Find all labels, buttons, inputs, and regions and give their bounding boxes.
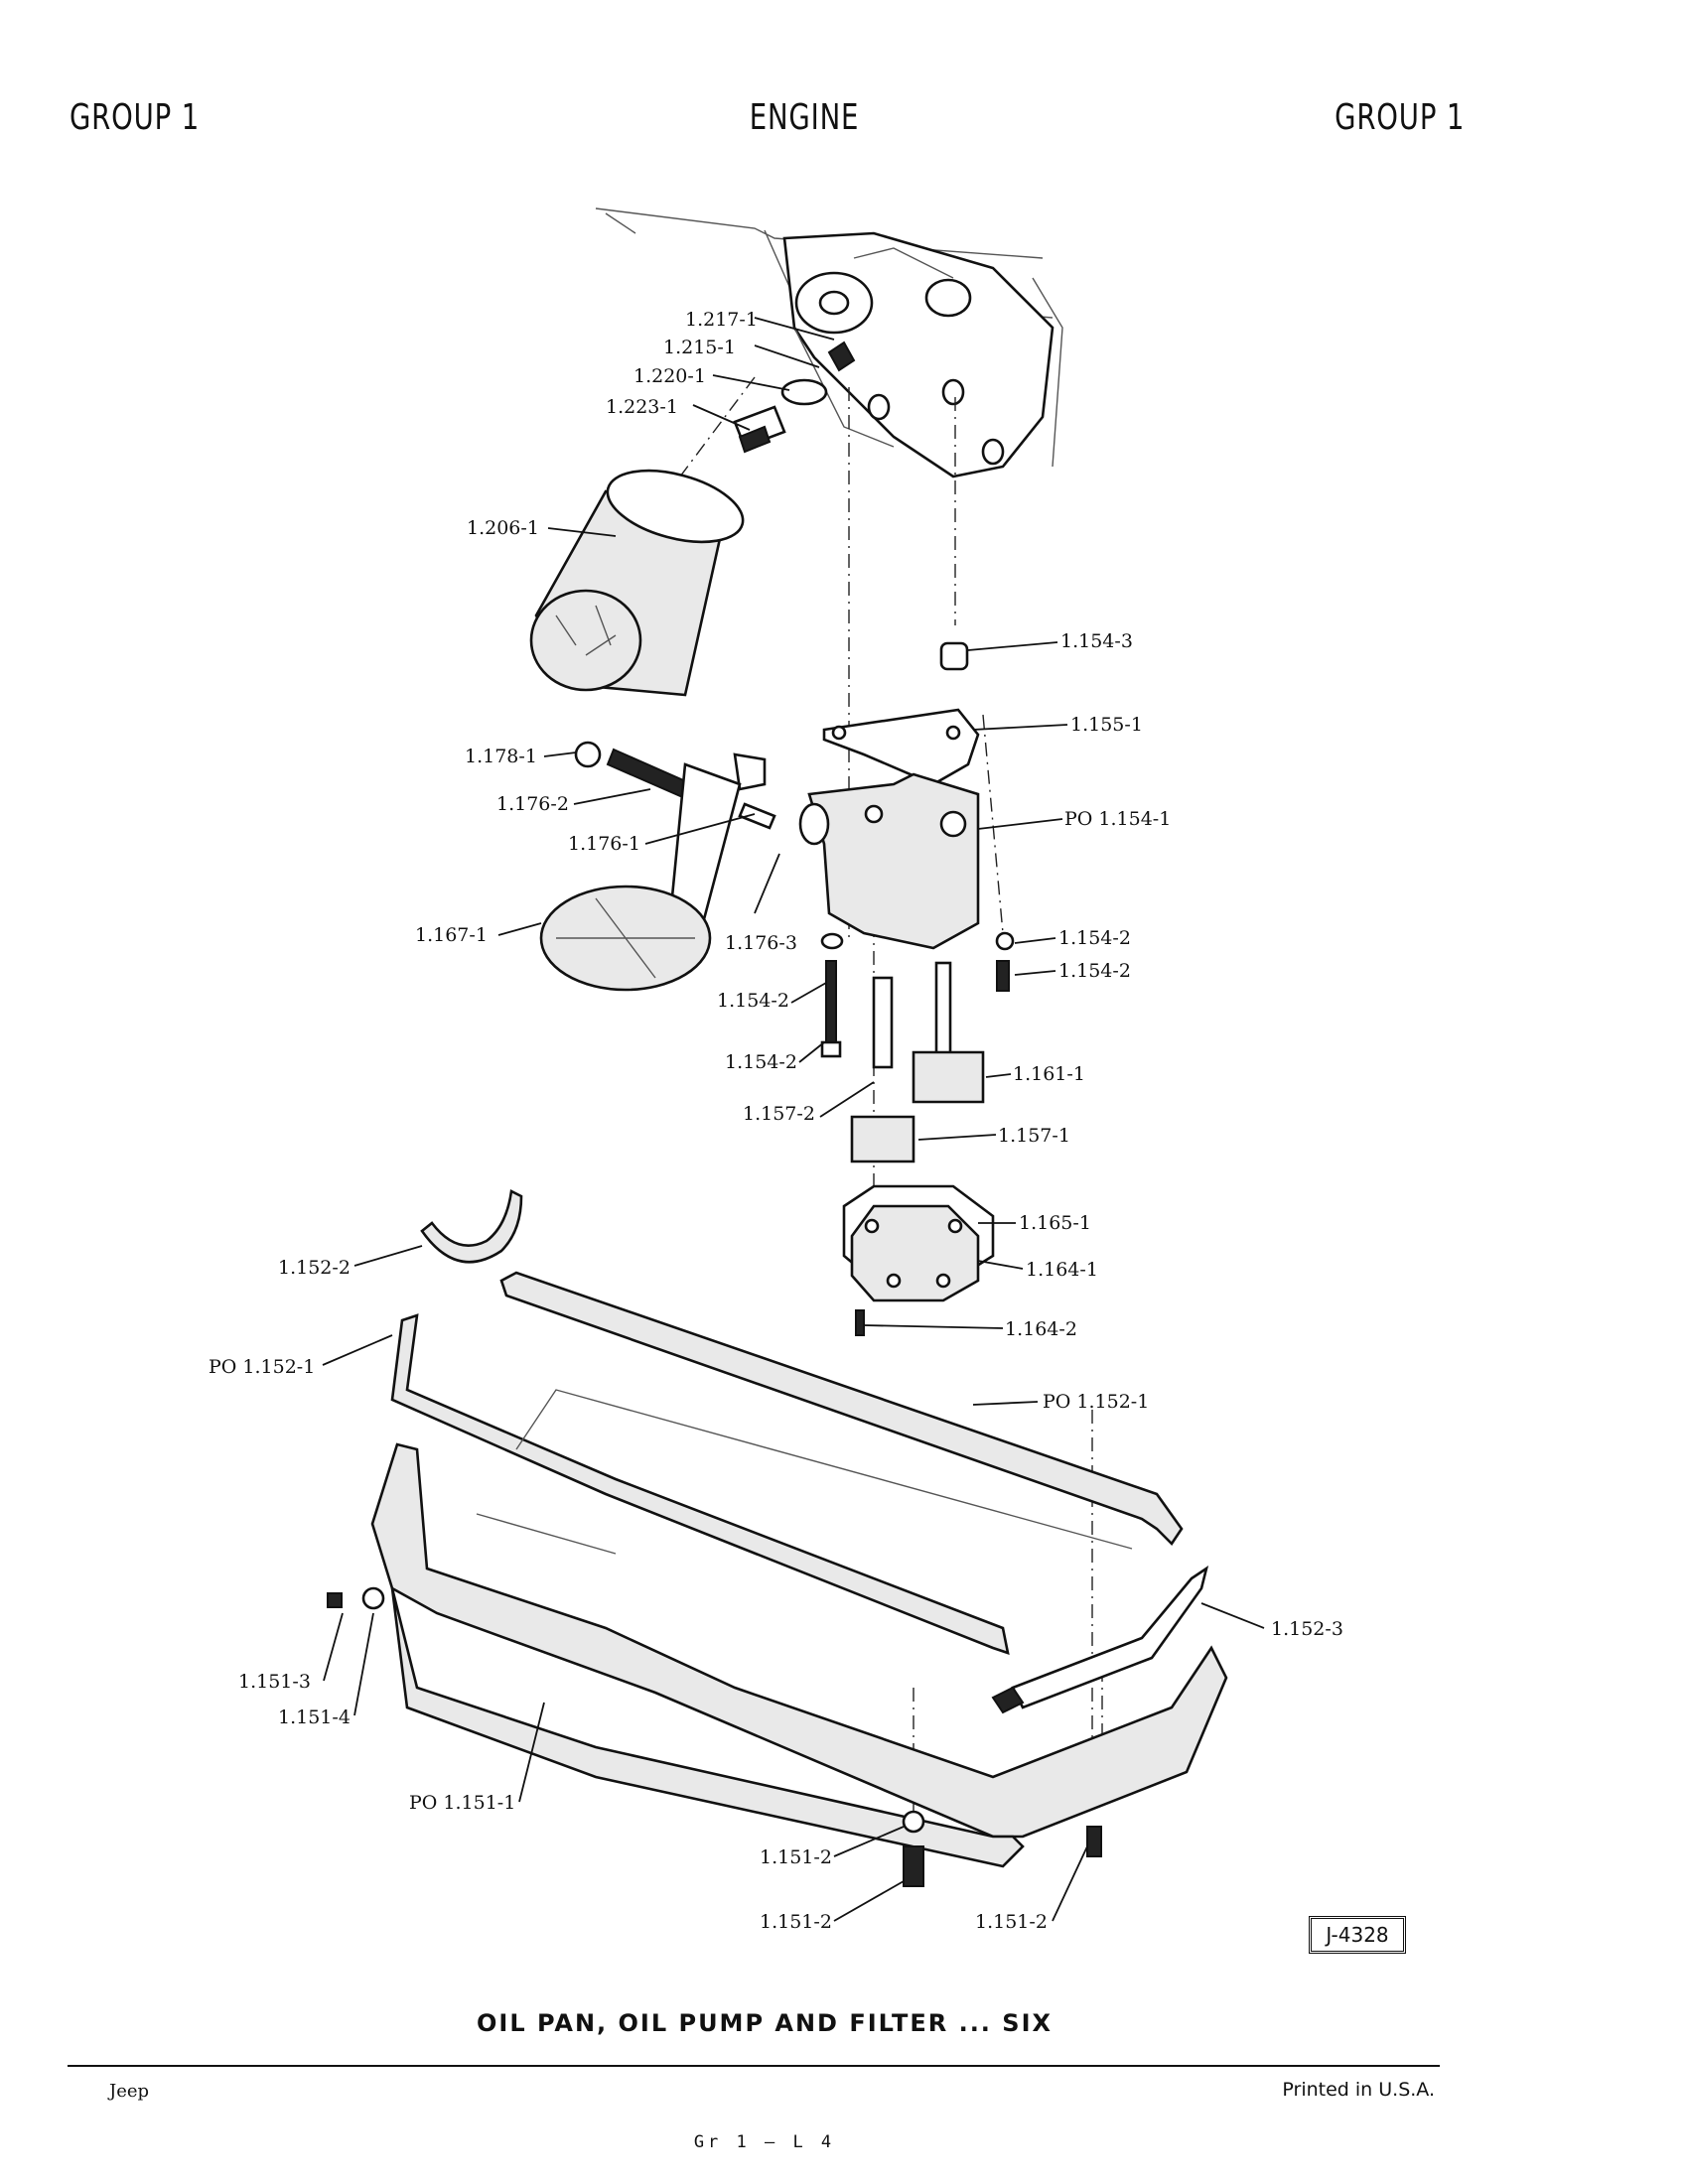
callout-1220-1: 1.220-1 <box>633 365 706 387</box>
callout-1176-3: 1.176-3 <box>725 932 797 954</box>
footer-rule <box>68 2065 1440 2067</box>
callout-1176-1: 1.176-1 <box>568 833 640 855</box>
callout-1215-1: 1.215-1 <box>663 337 736 358</box>
callout-1217-1: 1.217-1 <box>685 309 758 331</box>
header-left: GROUP 1 <box>70 97 201 138</box>
callout-1151-2-b: 1.151-2 <box>760 1911 832 1933</box>
pump-shafts-illustration <box>820 931 1015 1163</box>
callout-1164-2: 1.164-2 <box>1005 1318 1077 1340</box>
callout-1154-2-b: 1.154-2 <box>1058 960 1131 982</box>
callout-1152-3: 1.152-3 <box>1271 1618 1343 1640</box>
callout-1151-3: 1.151-3 <box>238 1671 311 1693</box>
callout-1151-2-a: 1.151-2 <box>760 1846 832 1868</box>
callout-1155-1: 1.155-1 <box>1070 714 1143 736</box>
header-right: GROUP 1 <box>1334 97 1465 138</box>
callout-1206-1: 1.206-1 <box>467 517 539 539</box>
callout-1154-2-c: 1.154-2 <box>717 990 789 1012</box>
callout-1154-2-a: 1.154-2 <box>1058 927 1131 949</box>
engine-block-illustration <box>595 207 1063 478</box>
callout-1223-1: 1.223-1 <box>606 396 678 418</box>
callout-po-1151-1: PO 1.151-1 <box>409 1792 515 1814</box>
callout-1157-2: 1.157-2 <box>743 1103 815 1125</box>
footer-brand: Jeep <box>109 2081 150 2102</box>
callout-leaders <box>322 317 1265 1922</box>
oil-filter-illustration <box>529 469 745 697</box>
pan-gaskets-illustration <box>390 1271 1184 1655</box>
header-title: ENGINE <box>749 97 860 138</box>
callout-1165-1: 1.165-1 <box>1019 1212 1091 1234</box>
drain-plugs-illustration <box>327 1586 1102 1887</box>
oil-pump-illustration <box>798 641 980 950</box>
figure-caption: OIL PAN, OIL PUMP AND FILTER ... SIX <box>477 2009 1053 2037</box>
callout-1157-1: 1.157-1 <box>998 1125 1070 1147</box>
callout-po-1154-1: PO 1.154-1 <box>1064 808 1171 830</box>
rear-seal-illustration <box>420 1189 523 1264</box>
oil-pan-illustration <box>370 1389 1228 1868</box>
footer-printed: Printed in U.S.A. <box>1282 2079 1435 2101</box>
footer-page-code: Gr 1 – L 4 <box>693 2132 836 2152</box>
callout-1152-2: 1.152-2 <box>278 1257 351 1279</box>
callout-1154-2-d: 1.154-2 <box>725 1051 797 1073</box>
callout-po-1152-1-left: PO 1.152-1 <box>209 1356 315 1378</box>
callout-po-1152-1-right: PO 1.152-1 <box>1043 1391 1149 1413</box>
callout-1154-3: 1.154-3 <box>1060 630 1133 652</box>
callout-1151-2-c: 1.151-2 <box>975 1911 1048 1933</box>
figure-reference-number: J-4328 <box>1309 1916 1406 1954</box>
callout-1151-4: 1.151-4 <box>278 1706 351 1728</box>
filter-parts <box>733 341 856 454</box>
callout-1176-2: 1.176-2 <box>496 793 569 815</box>
callout-1167-1: 1.167-1 <box>415 924 488 946</box>
callout-1164-1: 1.164-1 <box>1026 1259 1098 1281</box>
callout-1161-1: 1.161-1 <box>1013 1063 1085 1085</box>
pump-cover-illustration <box>842 1184 995 1336</box>
callout-labels: 1.217-1 1.215-1 1.220-1 1.223-1 1.206-1 … <box>209 309 1343 1933</box>
relief-valve-illustration <box>539 741 780 992</box>
callout-1178-1: 1.178-1 <box>465 746 537 767</box>
